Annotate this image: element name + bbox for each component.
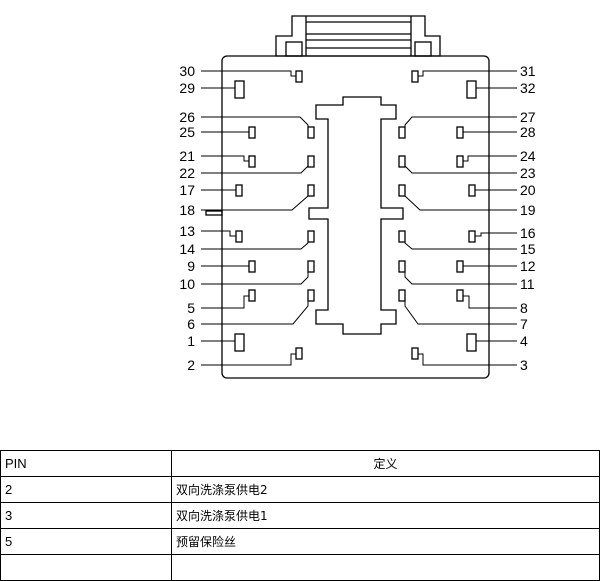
terminal-19 — [398, 184, 406, 197]
definition-cell: 双向洗涤泵供电1 — [171, 502, 600, 529]
terminal-22 — [307, 155, 315, 168]
pin-label: 2 — [187, 357, 195, 373]
terminal-26 — [307, 126, 315, 139]
terminal-3 — [411, 347, 419, 360]
table-row: 3 双向洗涤泵供电1 — [0, 502, 600, 529]
terminal-32 — [466, 80, 477, 99]
terminal-23 — [398, 155, 406, 168]
connector-pinout-diagram: 30 29 26 25 21 22 17 18 13 14 9 10 5 6 1… — [179, 15, 536, 379]
pin-cell: 3 — [0, 502, 172, 529]
terminal-18 — [307, 184, 315, 197]
terminal-6 — [307, 289, 315, 302]
pin-label: 24 — [520, 148, 536, 164]
terminal-5 — [248, 289, 256, 302]
terminal-1 — [234, 333, 245, 352]
pin-label: 5 — [187, 300, 195, 316]
pin-label: 11 — [520, 276, 535, 292]
terminal-4 — [466, 333, 477, 352]
definition-cell: 双向洗涤泵供电2 — [171, 476, 600, 503]
terminal-10 — [307, 260, 315, 273]
pin-label: 6 — [187, 316, 195, 332]
pin-label: 29 — [179, 80, 195, 96]
terminal-27 — [398, 126, 406, 139]
table-header-row: PIN 定义 — [0, 450, 600, 477]
pin-label: 30 — [179, 63, 195, 79]
terminal-24 — [456, 155, 464, 168]
terminal-25 — [248, 126, 256, 139]
pin-label: 20 — [520, 182, 536, 198]
definition-cell — [171, 554, 600, 581]
pin-cell — [0, 554, 172, 581]
connector-latch — [275, 15, 441, 57]
pin-label: 32 — [520, 80, 536, 96]
leader-lines — [201, 70, 517, 366]
connector-housing — [221, 55, 490, 379]
pin-labels-right: 31 32 27 28 24 23 20 19 16 15 12 11 8 7 … — [520, 63, 536, 373]
pin-label: 27 — [520, 109, 536, 125]
table-row — [0, 554, 600, 581]
terminal-7 — [398, 289, 406, 302]
pin-label: 17 — [179, 182, 195, 198]
center-key — [308, 96, 404, 335]
pin-label: 14 — [179, 241, 195, 257]
terminal-14 — [307, 230, 315, 243]
header-pin: PIN — [0, 450, 172, 477]
terminal-11 — [398, 260, 406, 273]
terminal-17 — [235, 184, 243, 197]
pin-labels-left: 30 29 26 25 21 22 17 18 13 14 9 10 5 6 1… — [179, 63, 195, 373]
terminal-16 — [468, 230, 476, 243]
pin-label: 25 — [179, 124, 195, 140]
pin-cell: 5 — [0, 528, 172, 555]
terminal-28 — [456, 126, 464, 139]
pin-label: 26 — [179, 109, 195, 125]
pin-label: 16 — [520, 225, 536, 241]
pin-cell: 2 — [0, 476, 172, 503]
pin-label: 19 — [520, 202, 536, 218]
terminal-31 — [411, 70, 419, 83]
table-row: 5 预留保险丝 — [0, 528, 600, 555]
pin-label: 28 — [520, 124, 536, 140]
terminal-13 — [235, 230, 243, 243]
pin-label: 1 — [187, 333, 195, 349]
terminal-21 — [248, 155, 256, 168]
pin-label: 13 — [179, 223, 195, 239]
table-row: 2 双向洗涤泵供电2 — [0, 476, 600, 503]
pin-label: 4 — [520, 333, 528, 349]
pin-label: 31 — [520, 63, 536, 79]
pin-label: 12 — [520, 258, 536, 274]
terminal-12 — [456, 260, 464, 273]
terminal-8 — [456, 289, 464, 302]
pin-label: 3 — [520, 357, 528, 373]
pin-label: 8 — [520, 300, 528, 316]
pin-definition-table: PIN 定义 2 双向洗涤泵供电2 3 双向洗涤泵供电1 5 预留保险丝 — [0, 450, 600, 581]
pin-label: 7 — [520, 316, 528, 332]
terminal-2 — [295, 347, 303, 360]
pin-label: 18 — [179, 202, 195, 218]
pin-label: 21 — [179, 148, 195, 164]
pin-label: 9 — [187, 258, 195, 274]
terminal-20 — [468, 184, 476, 197]
definition-cell: 预留保险丝 — [171, 528, 600, 555]
pin-label: 10 — [179, 276, 195, 292]
terminal-15 — [398, 230, 406, 243]
header-definition: 定义 — [171, 450, 600, 477]
pin-label: 22 — [179, 165, 195, 181]
pin-label: 15 — [520, 241, 536, 257]
pin-label: 23 — [520, 165, 536, 181]
terminal-30 — [295, 70, 303, 83]
terminal-29 — [234, 80, 245, 99]
terminal-9 — [248, 260, 256, 273]
